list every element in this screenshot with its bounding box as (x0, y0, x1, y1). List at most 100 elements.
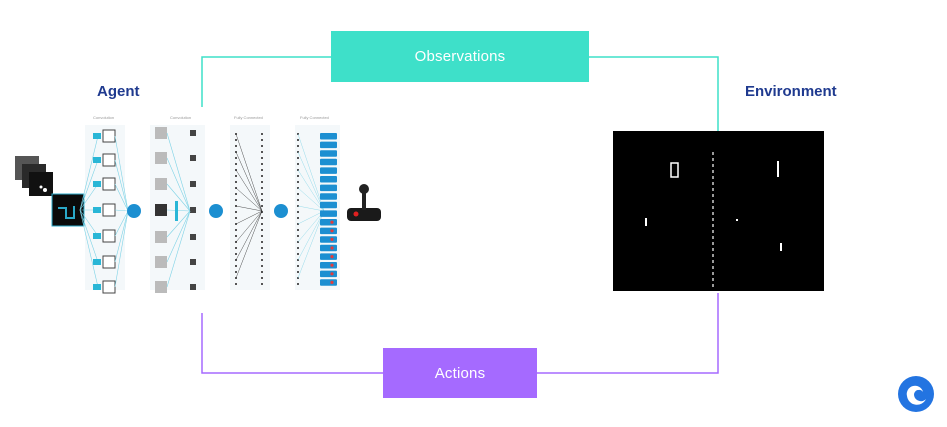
game-screen-background (613, 131, 824, 291)
neuron (297, 145, 299, 147)
neuron (297, 265, 299, 267)
environment-title: Environment (745, 83, 837, 100)
action-output (320, 133, 337, 140)
right-paddle (780, 243, 782, 251)
neuron (235, 139, 237, 141)
left-paddle (645, 218, 647, 226)
neuron (235, 145, 237, 147)
action-output (320, 167, 337, 174)
observation-connector-right (589, 56, 719, 131)
action-fire-marker (330, 280, 334, 284)
filter-node (93, 233, 101, 239)
pooled-map (190, 181, 196, 187)
action-fire-marker (330, 263, 334, 267)
action-output (320, 244, 337, 252)
neuron (235, 181, 237, 183)
feature-map (155, 256, 167, 268)
neuron (261, 145, 263, 147)
activation-node (127, 204, 141, 218)
neuron (235, 283, 237, 285)
neuron (235, 271, 237, 273)
neuron (297, 211, 299, 213)
neuron (297, 139, 299, 141)
neuron (297, 247, 299, 249)
neuron (235, 199, 237, 201)
filter-node (93, 157, 101, 163)
neuron (261, 217, 263, 219)
action-output (320, 141, 337, 149)
deepmind-logo-icon (898, 376, 934, 412)
action-output (320, 201, 337, 209)
neuron (261, 241, 263, 243)
filter-node (93, 181, 101, 187)
action-output (320, 279, 337, 286)
pooled-map (190, 130, 196, 136)
neuron (261, 169, 263, 171)
action-output (320, 158, 337, 166)
neuron (261, 133, 263, 135)
feature-map (155, 231, 167, 243)
neuron (235, 217, 237, 219)
neuron (297, 163, 299, 165)
action-output (320, 253, 337, 260)
neuron (261, 283, 263, 285)
action-output (320, 184, 337, 192)
neuron (261, 271, 263, 273)
neuron (261, 199, 263, 201)
neuron (235, 175, 237, 177)
neuron (261, 277, 263, 279)
action-fire-marker (330, 229, 334, 233)
feature-map (155, 204, 167, 216)
neuron (261, 253, 263, 255)
action-output (320, 262, 337, 269)
neuron (297, 271, 299, 273)
neuron (261, 139, 263, 141)
game-frame-stack-icon (15, 156, 85, 227)
neuron (235, 229, 237, 231)
layer-header: Convolution (93, 115, 114, 120)
action-output (320, 210, 337, 217)
neuron (297, 235, 299, 237)
pooled-map (190, 155, 196, 161)
action-output (320, 219, 337, 226)
neuron (261, 205, 263, 207)
neuron (235, 157, 237, 159)
right-score (777, 161, 779, 177)
action-fire-marker (330, 246, 334, 250)
layer-header: Convolution (170, 115, 191, 120)
feature-map (155, 281, 167, 293)
neuron (297, 283, 299, 285)
filter-node (175, 201, 178, 221)
filter-node (93, 133, 101, 139)
pooled-map (190, 234, 196, 240)
neuron (261, 193, 263, 195)
neuron (261, 265, 263, 267)
neuron (261, 247, 263, 249)
neuron (261, 259, 263, 261)
actions-box: Actions (383, 348, 537, 398)
action-fire-marker (330, 272, 334, 276)
neuron (261, 187, 263, 189)
neuron (261, 175, 263, 177)
filter-node (93, 259, 101, 265)
neuron (261, 157, 263, 159)
neuron (297, 253, 299, 255)
action-output (320, 270, 337, 278)
pooled-map (190, 284, 196, 290)
activation-node (209, 204, 223, 218)
neuron (261, 235, 263, 237)
feature-map (155, 152, 167, 164)
network-layers (79, 125, 340, 294)
action-output (320, 150, 337, 157)
neuron (235, 253, 237, 255)
action-fire-marker (330, 255, 334, 259)
neuron (297, 229, 299, 231)
filter-node (93, 207, 101, 213)
neuron (235, 193, 237, 195)
action-output (320, 236, 337, 243)
neuron (261, 163, 263, 165)
joystick-icon (347, 184, 381, 221)
neuron (235, 163, 237, 165)
